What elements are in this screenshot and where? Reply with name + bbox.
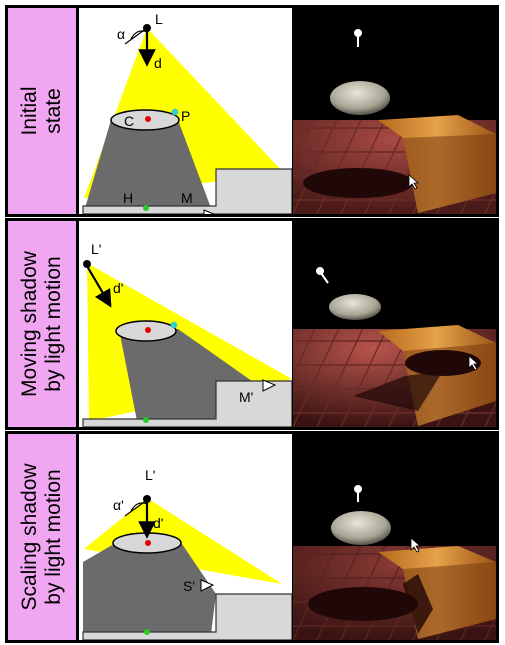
angle-arc (130, 502, 148, 512)
mouse-cursor (468, 355, 480, 371)
hit-dot (144, 629, 150, 635)
render-image-initial (293, 8, 496, 214)
row-initial-state: Initial state (5, 5, 499, 217)
point-label: P (181, 108, 190, 124)
row-label-initial-state: Initial state (8, 8, 76, 214)
schematic-diagram-scaling: L' α' d' S' (79, 434, 292, 640)
shadow-volume (85, 120, 211, 208)
light-dot (143, 495, 151, 503)
angle-leg (124, 499, 148, 517)
render-image-scaling (293, 434, 496, 640)
marker-triangle (200, 579, 215, 592)
row-scaling-shadow: Scaling shadow by light motion (5, 431, 499, 643)
point-dot (170, 321, 178, 329)
occluder-sphere-disk (110, 109, 180, 131)
shadow-volume (83, 544, 216, 634)
center-label: C (124, 113, 134, 129)
sphere (329, 294, 381, 320)
marker-label: S' (183, 578, 195, 594)
ground-step (82, 380, 292, 427)
direction-arrow (86, 265, 112, 308)
point-dot (171, 108, 179, 116)
row-label-line-1: Initial (18, 86, 41, 136)
marker-label: M' (239, 389, 253, 405)
sphere (330, 81, 390, 115)
cast-shadow (303, 168, 413, 198)
cast-shadow (405, 350, 481, 376)
marker-triangle (203, 209, 215, 214)
angle-label: α (117, 26, 125, 42)
light-label: L (155, 11, 163, 27)
direction-label: d' (113, 280, 123, 296)
light-bulb (354, 485, 362, 493)
angle-label: α' (113, 497, 124, 513)
hit-dot (143, 205, 149, 211)
light-stick (320, 272, 329, 284)
row-label-line-2: by light motion (42, 469, 65, 605)
hit-dot (143, 417, 149, 423)
light-bulb (354, 29, 362, 37)
light-label: L' (91, 241, 101, 257)
row-label-line-1: Scaling shadow (18, 463, 41, 611)
marker-triangle (262, 379, 277, 392)
row-label-moving-shadow: Moving shadow by light motion (8, 221, 76, 427)
angle-leg (124, 27, 148, 45)
hit-label: H (123, 190, 133, 206)
row-label-line-1: Moving shadow (18, 251, 41, 397)
cast-shadow (308, 587, 418, 621)
schematic-diagram-initial: L α d C P H M (79, 8, 292, 214)
marker-label: M (181, 190, 193, 206)
mouse-cursor (410, 537, 422, 553)
row-label-line-2: state (42, 88, 65, 134)
render-image-moving (293, 221, 496, 427)
light-cone (84, 498, 282, 584)
light-dot (143, 24, 151, 32)
row-moving-shadow: Moving shadow by light motion (5, 218, 499, 430)
schematic-diagram-moving: L' d' M' (79, 221, 292, 427)
light-bulb (316, 267, 324, 275)
ground-step (82, 593, 292, 640)
direction-label: d (154, 55, 162, 71)
center-dot (145, 327, 151, 333)
light-dot (83, 260, 91, 268)
light-label: L' (145, 467, 155, 483)
ground-step (82, 168, 292, 214)
direction-label: d' (153, 515, 163, 531)
center-dot (145, 116, 151, 122)
sphere (331, 511, 391, 545)
center-dot (145, 540, 151, 546)
mouse-cursor (408, 174, 420, 190)
row-label-line-2: by light motion (42, 256, 65, 392)
row-label-scaling-shadow: Scaling shadow by light motion (8, 434, 76, 640)
